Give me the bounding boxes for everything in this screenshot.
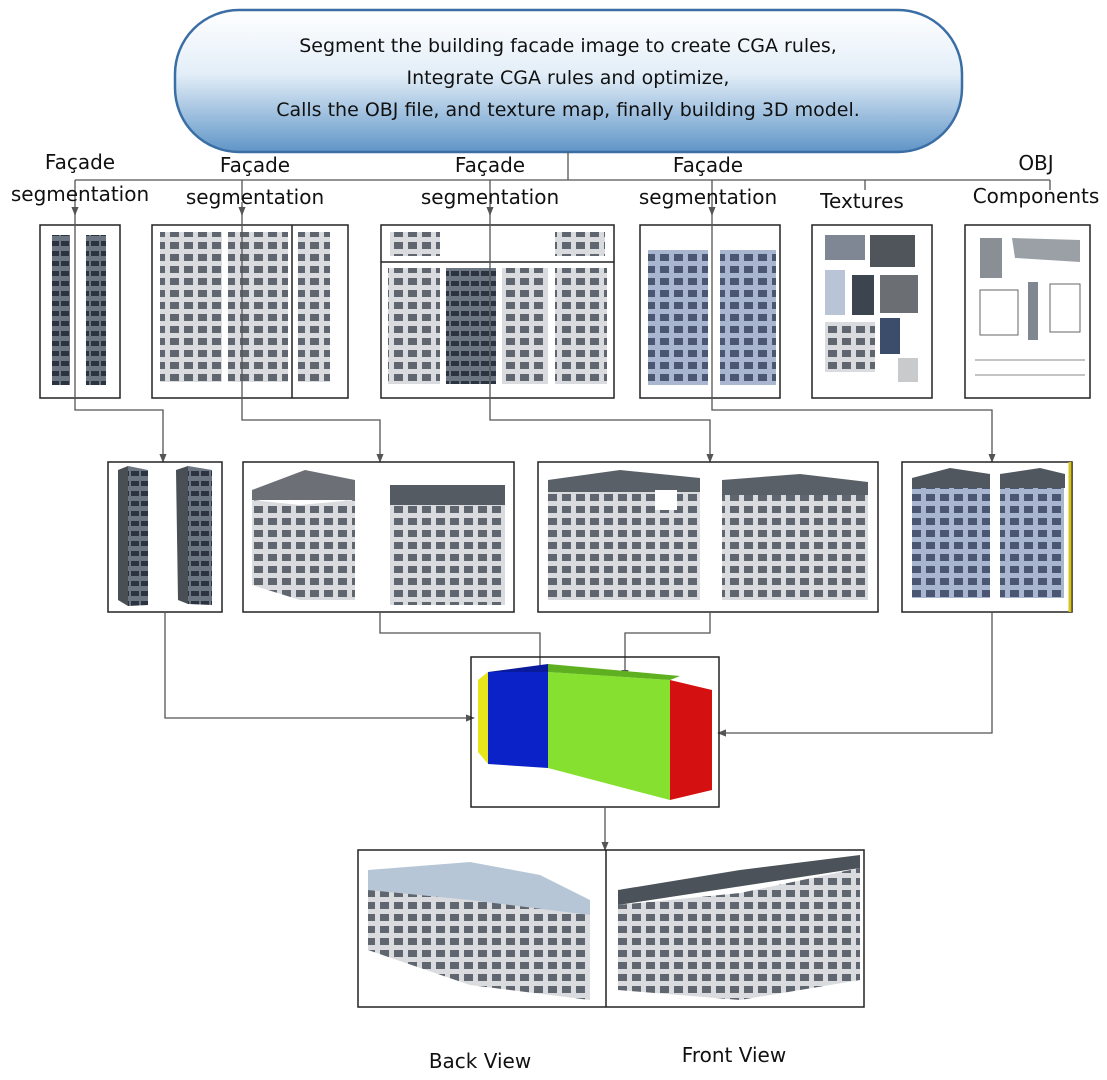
category-2-line2: segmentation	[186, 185, 324, 209]
category-label-4: Façade segmentation	[639, 153, 777, 209]
category-4-line1: Façade	[673, 153, 743, 177]
category-label-2: Façade segmentation	[186, 153, 324, 209]
model-panel-4	[901, 461, 1073, 613]
result-panel	[357, 849, 865, 1008]
model-panel-3	[537, 461, 879, 613]
category-label-6: OBJ Components	[973, 151, 1100, 208]
textures-panel	[811, 224, 933, 399]
facade-panel-3	[380, 224, 615, 399]
category-6-line1: OBJ	[1018, 151, 1053, 175]
front-view-model	[618, 855, 860, 1000]
header-line-3: Calls the OBJ file, and texture map, fin…	[276, 99, 860, 121]
category-1-line2: segmentation	[11, 182, 149, 206]
top-connectors	[74, 152, 1051, 202]
row2-to-center-connectors	[164, 612, 993, 737]
category-4-line2: segmentation	[639, 185, 777, 209]
segmentation-block-panel	[470, 656, 720, 808]
header-line-2: Integrate CGA rules and optimize,	[407, 67, 730, 89]
model-panel-2	[242, 461, 515, 613]
facade-panel-1	[39, 224, 121, 399]
row1-to-row2-connectors	[71, 202, 996, 463]
category-1-line1: Façade	[45, 150, 115, 174]
obj-components-panel	[964, 224, 1091, 399]
category-label-1: Façade segmentation	[11, 150, 149, 206]
category-6-line2: Components	[973, 184, 1100, 208]
category-5-line1: Textures	[819, 189, 904, 213]
header-line-1: Segment the building facade image to cre…	[299, 35, 837, 57]
facade-panel-4	[639, 224, 781, 399]
facade-panel-2	[151, 224, 349, 399]
back-view-model	[368, 862, 590, 1000]
category-label-3: Façade segmentation	[421, 153, 559, 209]
back-view-label: Back View	[429, 1049, 531, 1073]
front-view-label: Front View	[682, 1043, 786, 1067]
category-label-5: Textures	[819, 189, 904, 213]
header-box: Segment the building facade image to cre…	[173, 8, 964, 154]
category-3-line1: Façade	[455, 153, 525, 177]
model-panel-1	[107, 461, 223, 613]
category-2-line1: Façade	[220, 153, 290, 177]
